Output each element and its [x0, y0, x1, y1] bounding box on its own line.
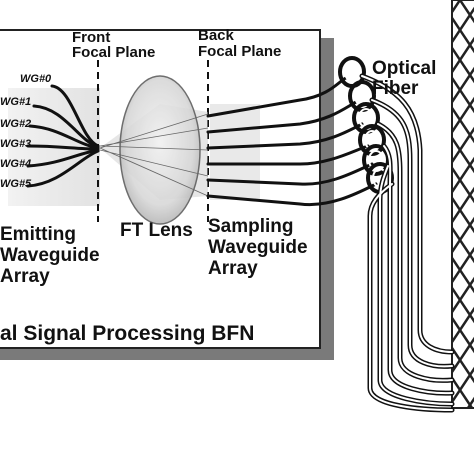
back-focal-plane-label-2: Focal Plane	[198, 43, 281, 60]
emitting-waveguides	[26, 84, 100, 188]
back-focal-plane-label-1: Back	[198, 27, 235, 44]
sampling-array-label-1: Sampling	[208, 216, 294, 237]
wg4-label: WG#4	[0, 158, 31, 170]
ft-lens-shape	[119, 75, 201, 225]
front-focal-plane-label-1: Front	[72, 29, 110, 46]
panel-title: al Signal Processing BFN	[0, 322, 254, 345]
wg1-label: WG#1	[0, 96, 31, 108]
optical-fiber-label-1: Optical	[372, 58, 436, 79]
emitting-array-label-2: Waveguide	[0, 245, 100, 266]
beam-rays	[99, 113, 209, 197]
fiber-runs	[359, 73, 455, 413]
sampling-slab	[210, 104, 260, 200]
wg0-label: WG#0	[20, 73, 52, 85]
sampling-array-label-2: Waveguide	[208, 237, 308, 258]
wg3-label: WG#3	[0, 138, 31, 150]
wg2-label: WG#2	[0, 118, 31, 130]
ft-lens-label: FT Lens	[120, 220, 193, 241]
emitting-array-label-3: Array	[0, 266, 50, 287]
output-array-edge	[451, 0, 474, 409]
wg5-label: WG#5	[0, 178, 32, 190]
sampling-array-label-3: Array	[208, 258, 258, 279]
front-focal-plane-label-2: Focal Plane	[72, 44, 155, 61]
optical-fiber-label-2: Fiber	[372, 78, 419, 99]
fiber-loops	[338, 56, 394, 194]
emitting-array-label-1: Emitting	[0, 224, 76, 245]
